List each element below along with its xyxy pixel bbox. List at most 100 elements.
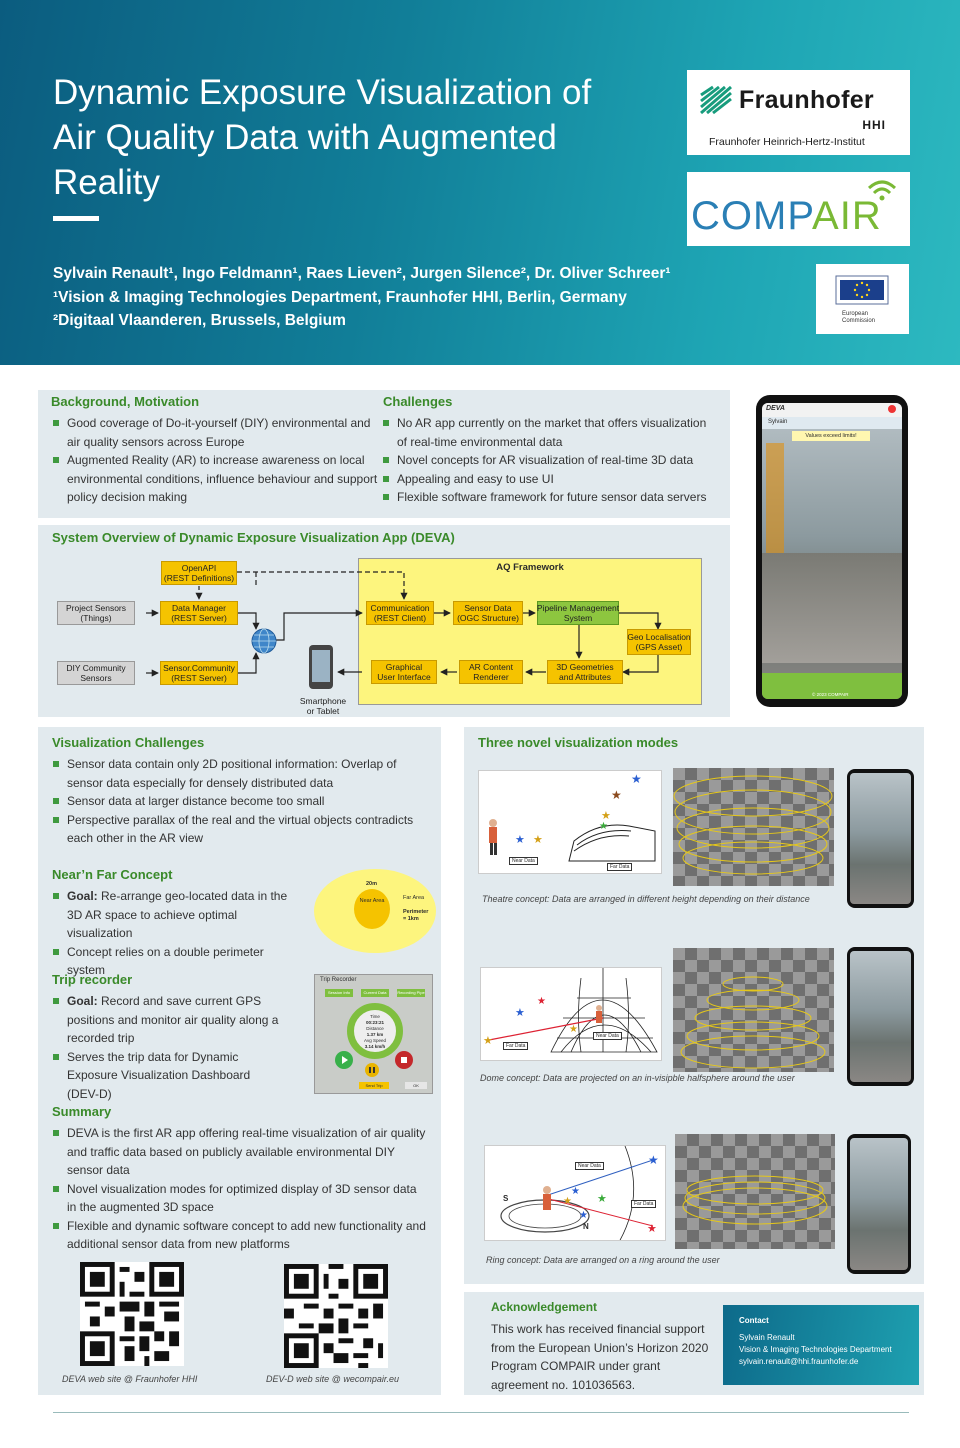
- trip-tab-recording[interactable]: Recording Pipe: [397, 989, 425, 997]
- svg-text:★: ★: [515, 1007, 525, 1019]
- smartphone-label: Smartphone or Tablet: [299, 696, 347, 716]
- box-project-sensors: Project Sensors (Things): [57, 601, 135, 625]
- play-icon: [342, 1056, 348, 1064]
- svg-text:★: ★: [631, 772, 642, 786]
- near-far-list: Goal: Re-arrange geo-located data in the…: [53, 887, 303, 980]
- wifi-icon: [867, 180, 897, 201]
- near-far-diagram: Near Area 20m Far Area Perimeter = 1km: [314, 869, 436, 953]
- svg-text:★: ★: [597, 1193, 607, 1205]
- list-item: No AR app currently on the market that o…: [383, 414, 718, 451]
- dome-render: [673, 948, 834, 1072]
- poster-title: Dynamic Exposure Visualization of Air Qu…: [53, 73, 592, 202]
- fraunhofer-mark-icon: [700, 85, 732, 115]
- svg-text:★: ★: [611, 788, 622, 802]
- deva-phone-mockup: DEVA Sylvain Values exceed limits! © 202…: [756, 395, 908, 707]
- vis-challenges-list: Sensor data contain only 2D positional i…: [53, 755, 433, 848]
- modes-heading: Three novel visualization modes: [478, 735, 679, 750]
- phone-topbar: DEVA: [762, 403, 902, 417]
- ok-button[interactable]: OK: [405, 1082, 427, 1089]
- ring-sketch: ★ ★ ★ ★ ★ ★ Near Data Far Data S N: [484, 1145, 666, 1241]
- vis-challenges-heading: Visualization Challenges: [52, 735, 205, 750]
- trip-recorder-widget: Trip Recorder Session Info Current Data …: [314, 974, 433, 1094]
- pause-icon: [369, 1067, 375, 1073]
- box-geometries: 3D Geometries and Attributes: [547, 660, 623, 684]
- box-data-manager: Data Manager (REST Server): [160, 601, 238, 625]
- stop-button[interactable]: [395, 1051, 413, 1069]
- play-button[interactable]: [335, 1051, 353, 1069]
- trip-title: Trip Recorder: [320, 977, 357, 983]
- ack-heading: Acknowledgement: [491, 1300, 598, 1314]
- svg-text:★: ★: [648, 1153, 659, 1167]
- list-item: Flexible and dynamic software concept to…: [53, 1217, 428, 1254]
- qr-code-deva[interactable]: [80, 1262, 184, 1366]
- author-list: Sylvain Renault¹, Ingo Feldmann¹, Raes L…: [53, 265, 671, 282]
- diagram-arrows: [146, 571, 662, 689]
- list-item: Augmented Reality (AR) to increase aware…: [53, 451, 383, 507]
- ring-illustration: ★ ★ ★ ★ ★ ★: [500, 1146, 659, 1240]
- qr-code-devd[interactable]: [284, 1264, 388, 1368]
- fraunhofer-logo: Fraunhofer HHI Fraunhofer Heinrich-Hertz…: [687, 70, 910, 155]
- challenges-heading: Challenges: [383, 394, 453, 409]
- dome-illustration: ★ ★ ★ ★: [483, 968, 658, 1053]
- system-heading: System Overview of Dynamic Exposure Visu…: [52, 530, 455, 545]
- box-gui: Graphical User Interface: [371, 660, 437, 684]
- list-item: Appealing and easy to use UI: [383, 470, 718, 489]
- dome-sketch: ★ ★ ★ ★ Far Data Near Data: [480, 967, 662, 1061]
- summary-heading: Summary: [52, 1104, 112, 1119]
- eu-commission-logo: European Commission: [816, 264, 909, 334]
- qr-icon: [284, 1264, 388, 1368]
- title-underline: [53, 216, 99, 221]
- left-content-panel: Visualization Challenges Sensor data con…: [38, 727, 441, 1395]
- trip-tab-session[interactable]: Session Info: [325, 989, 353, 997]
- pause-button[interactable]: [365, 1063, 379, 1077]
- dome-phone: [847, 947, 914, 1086]
- near-area-circle: Near Area: [354, 889, 390, 929]
- svg-text:★: ★: [483, 1035, 493, 1047]
- phone-copyright: © 2023 COMPAIR: [812, 692, 849, 697]
- list-item: Flexible software framework for future s…: [383, 488, 718, 507]
- framework-label: AQ Framework: [496, 562, 564, 573]
- list-item: Goal: Re-arrange geo-located data in the…: [53, 887, 303, 943]
- ring-phone: [847, 1134, 911, 1274]
- svg-text:★: ★: [601, 810, 611, 822]
- footer-divider: [53, 1412, 909, 1413]
- dome-caption: Dome concept: Data are projected on an i…: [480, 1073, 795, 1083]
- trip-list: Goal: Record and save current GPS positi…: [53, 992, 281, 1103]
- send-trip-button[interactable]: Send Trip: [359, 1082, 389, 1089]
- theatre-illustration: ★ ★ ★ ★ ★ ★: [489, 772, 656, 862]
- svg-text:★: ★: [533, 834, 543, 846]
- box-pipeline: Pipeline Management System: [536, 601, 620, 625]
- trip-gauge: Time 00:23:21 Distance 1.37 km Avg Speed…: [347, 1003, 403, 1059]
- svg-text:★: ★: [563, 1196, 572, 1207]
- phone-screen: DEVA Sylvain Values exceed limits! © 202…: [762, 403, 902, 699]
- list-item: Good coverage of Do-it-yourself (DIY) en…: [53, 414, 383, 451]
- box-communication: Communication (REST Client): [366, 601, 434, 625]
- list-item: Perspective parallax of the real and the…: [53, 811, 433, 848]
- svg-text:★: ★: [647, 1223, 657, 1235]
- globe-icon: [251, 628, 277, 654]
- contact-box: Contact Sylvain Renault Vision & Imaging…: [723, 1305, 919, 1385]
- contact-email[interactable]: sylvain.renault@hhi.fraunhofer.de: [739, 1357, 859, 1366]
- svg-text:★: ★: [537, 996, 546, 1007]
- svg-text:★: ★: [569, 1024, 578, 1035]
- phone-bottombar: [762, 673, 902, 699]
- compair-logo: COMPAIR: [687, 172, 910, 246]
- theatre-sketch: ★ ★ ★ ★ ★ ★ Near Data Far Data: [478, 770, 662, 874]
- ring-caption: Ring concept: Data are arranged on a rin…: [486, 1255, 720, 1265]
- box-geo: Geo Localisation (GPS Asset): [627, 629, 691, 655]
- qr-icon: [80, 1262, 184, 1366]
- list-item: Sensor data at larger distance become to…: [53, 792, 433, 811]
- smartphone-icon: [309, 645, 333, 689]
- challenges-list: No AR app currently on the market that o…: [383, 414, 718, 507]
- trip-heading: Trip recorder: [52, 972, 133, 987]
- box-sensor-community: Sensor.Community (REST Server): [160, 661, 238, 685]
- phone-userbar: Sylvain: [762, 417, 902, 429]
- svg-text:★: ★: [579, 1210, 588, 1221]
- visualization-modes-panel: Three novel visualization modes ★ ★ ★ ★ …: [464, 727, 924, 1284]
- list-item: Novel concepts for AR visualization of r…: [383, 451, 718, 470]
- theatre-render: [673, 768, 834, 886]
- list-item: Sensor data contain only 2D positional i…: [53, 755, 433, 792]
- box-ar-renderer: AR Content Renderer: [459, 660, 523, 684]
- trip-tab-current[interactable]: Current Data: [361, 989, 389, 997]
- stop-icon: [401, 1057, 407, 1063]
